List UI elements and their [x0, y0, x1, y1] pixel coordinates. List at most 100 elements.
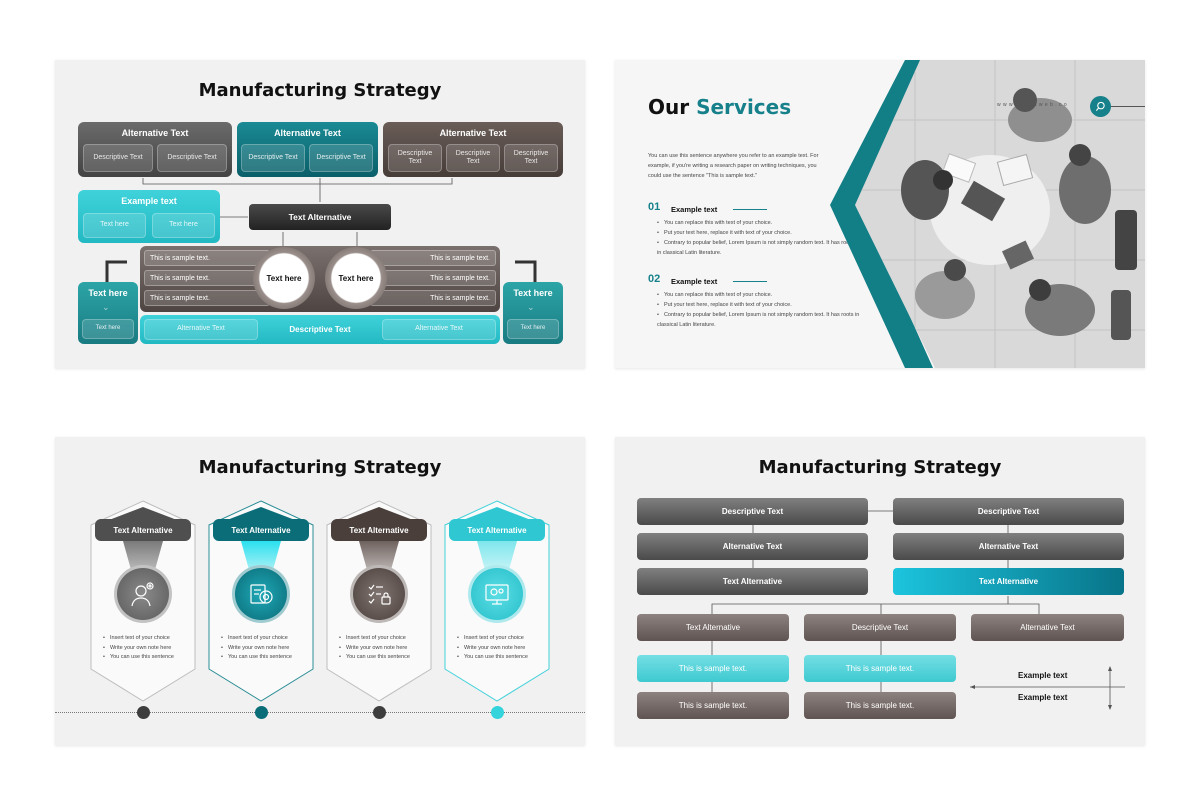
- chevron-down-icon: ⌄: [527, 302, 535, 312]
- timeline-dot: [491, 706, 504, 719]
- search-icon[interactable]: [1090, 96, 1111, 117]
- flow-mid-box: Descriptive Text: [804, 614, 956, 641]
- circle-right: Text here: [325, 247, 387, 309]
- bullet: Contrary to popular belief, Lorem Ipsum …: [657, 310, 867, 330]
- bottom-bar-right: Alternative Text: [382, 319, 496, 340]
- bullet: You can use this sentence: [339, 653, 410, 663]
- item-bullets: You can replace this with text of your c…: [657, 218, 857, 258]
- group-card-3: Alternative Text Descriptive Text Descri…: [383, 122, 563, 177]
- bullet: Insert text of your choice: [103, 634, 174, 644]
- group-card-1: Alternative Text Descriptive Text Descri…: [78, 122, 232, 177]
- services-title: Our Services: [648, 95, 791, 119]
- strategy-card-1: Text Alternative Insert text of your cho…: [89, 499, 197, 702]
- slide-manufacturing-strategy-2[interactable]: Manufacturing Strategy Text Alternative …: [55, 437, 585, 745]
- group-item: Descriptive Text: [504, 144, 558, 172]
- sample-row-left: This is sample text.: [144, 250, 270, 266]
- side-sub: Text here: [82, 319, 134, 339]
- card-bullets: Insert text of your choice Write your ow…: [457, 634, 528, 663]
- example-label: Example text: [1018, 693, 1068, 702]
- flow-left-box: Alternative Text: [637, 533, 868, 560]
- bullet: Contrary to popular belief, Lorem Ipsum …: [657, 238, 857, 258]
- flow-bottom-box: This is sample text.: [804, 692, 956, 719]
- flow-left-box: Descriptive Text: [637, 498, 868, 525]
- card-header: Text Alternative: [331, 519, 427, 541]
- bullet: You can use this sentence: [221, 653, 292, 663]
- item-divider: [733, 281, 767, 282]
- slide-our-services[interactable]: Our Services You can use this sentence a…: [615, 60, 1145, 368]
- slide-title: Manufacturing Strategy: [198, 80, 442, 101]
- slide-title: Manufacturing Strategy: [198, 457, 442, 478]
- item-title: Example text: [671, 205, 718, 214]
- card-header: Text Alternative: [213, 519, 309, 541]
- card-hat: [345, 507, 413, 520]
- timeline-dot: [137, 706, 150, 719]
- sample-row-left: This is sample text.: [144, 270, 270, 286]
- timeline-dot: [255, 706, 268, 719]
- group-header: Alternative Text: [274, 128, 341, 138]
- item-number: 01: [648, 201, 661, 213]
- card-bullets: Insert text of your choice Write your ow…: [221, 634, 292, 663]
- flow-bottom-box: This is sample text.: [637, 692, 789, 719]
- header-line: [1111, 106, 1145, 107]
- item-number: 02: [648, 273, 661, 285]
- bullet: Put your text here, replace it with text…: [657, 300, 867, 310]
- card-hat: [109, 507, 177, 520]
- side-title: Text here: [88, 288, 128, 298]
- card-hat: [463, 507, 531, 520]
- group-header: Alternative Text: [439, 128, 507, 138]
- chevron-down-icon: ⌄: [102, 302, 110, 312]
- bullet: Put your text here, replace it with text…: [657, 228, 857, 238]
- flow-cyan-box: This is sample text.: [637, 655, 789, 682]
- example-item: Text here: [152, 213, 215, 238]
- flow-right-box: Alternative Text: [893, 533, 1124, 560]
- slide-manufacturing-strategy-3[interactable]: Manufacturing Strategy Descriptive Text …: [615, 437, 1145, 745]
- strategy-card-3: Text Alternative Insert text of your cho…: [325, 499, 433, 702]
- side-card-left: Text here ⌄ Text here: [78, 282, 138, 344]
- sample-row-left: This is sample text.: [144, 290, 270, 306]
- item-bullets: You can replace this with text of your c…: [657, 290, 867, 330]
- group-item: Descriptive Text: [83, 144, 153, 172]
- slide-title: Manufacturing Strategy: [758, 457, 1002, 478]
- example-card: Example text Text here Text here: [78, 190, 220, 243]
- group-item: Descriptive Text: [446, 144, 500, 172]
- sample-row-right: This is sample text.: [370, 270, 496, 286]
- card-header: Text Alternative: [95, 519, 191, 541]
- card-hat: [227, 507, 295, 520]
- services-intro: You can use this sentence anywhere you r…: [648, 153, 819, 179]
- side-title: Text here: [513, 288, 553, 298]
- bottom-bar-center: Descriptive Text: [289, 325, 351, 334]
- services-title-a: Our: [648, 95, 690, 119]
- bullet: You can replace this with text of your c…: [657, 218, 857, 228]
- flow-right-box: Descriptive Text: [893, 498, 1124, 525]
- flow-cyan-box: This is sample text.: [804, 655, 956, 682]
- card-header: Text Alternative: [449, 519, 545, 541]
- side-card-right: Text here ⌄ Text here: [503, 282, 563, 344]
- checklist-lock-icon: [350, 565, 408, 623]
- bottom-bar: Alternative Text Descriptive Text Altern…: [140, 315, 500, 344]
- bullet: Write your own note here: [103, 644, 174, 654]
- strategy-card-4: Text Alternative Insert text of your cho…: [443, 499, 551, 702]
- timeline-dot: [373, 706, 386, 719]
- bullet: Insert text of your choice: [221, 634, 292, 644]
- group-header: Alternative Text: [121, 128, 189, 138]
- flow-connectors: [711, 510, 1125, 710]
- bullet: You can replace this with text of your c…: [657, 290, 867, 300]
- flow-mid-box: Alternative Text: [971, 614, 1124, 641]
- slide-manufacturing-strategy-1[interactable]: Manufacturing Strategy Alternative Text …: [55, 60, 585, 368]
- sample-row-right: This is sample text.: [370, 290, 496, 306]
- services-title-b: Services: [696, 95, 792, 119]
- example-item: Text here: [83, 213, 146, 238]
- item-title: Example text: [671, 277, 718, 286]
- timeline-line: [55, 712, 585, 713]
- flow-mid-box: Text Alternative: [637, 614, 789, 641]
- monitor-gears-icon: [468, 565, 526, 623]
- item-divider: [733, 209, 767, 210]
- side-sub: Text here: [507, 319, 559, 339]
- example-label: Example text: [1018, 671, 1068, 680]
- connector-lines: [105, 178, 537, 282]
- bullet: Insert text of your choice: [457, 634, 528, 644]
- website-label: w w w . s o n s w e b . c o: [997, 102, 1068, 108]
- bullet: Write your own note here: [339, 644, 410, 654]
- text-alternative-box: Text Alternative: [249, 204, 391, 230]
- bullet: Write your own note here: [221, 644, 292, 654]
